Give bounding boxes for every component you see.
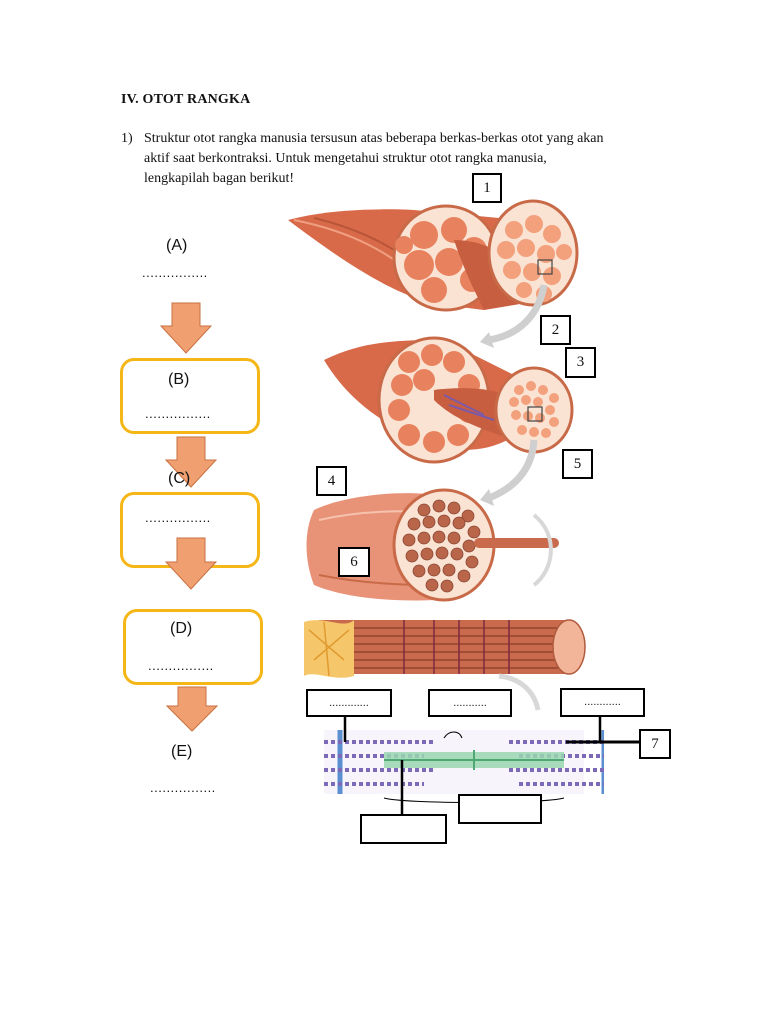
down-arrow-icon xyxy=(160,302,212,354)
fascicle-image xyxy=(324,336,574,464)
number-box-3: 3 xyxy=(565,347,596,378)
whole-muscle-image xyxy=(288,199,579,312)
answer-box-bottom-left[interactable] xyxy=(360,814,447,844)
label-e: (E) xyxy=(171,743,193,760)
blank-e[interactable]: ................ xyxy=(150,780,216,795)
question-number: 1) xyxy=(121,131,133,146)
section-title: IV. OTOT RANGKA xyxy=(121,92,251,107)
answer-box-left[interactable]: ............. xyxy=(306,689,392,717)
number-box-4: 4 xyxy=(316,466,347,496)
answer-box-bottom-right[interactable] xyxy=(458,794,542,824)
blank-b[interactable]: ................ xyxy=(145,406,211,421)
question-line-2: aktif saat berkontraksi. Untuk mengetahu… xyxy=(144,151,547,166)
number-box-1: 1 xyxy=(472,173,502,203)
answer-box-middle[interactable]: ........... xyxy=(428,689,512,717)
number-box-2: 2 xyxy=(540,315,571,345)
sarcomere-image xyxy=(324,730,604,803)
box-d xyxy=(123,609,263,685)
label-b: (B) xyxy=(168,371,190,388)
myofibril-image xyxy=(304,619,586,711)
number-box-5: 5 xyxy=(562,449,593,479)
number-box-7: 7 xyxy=(639,729,671,759)
question-line-1: Struktur otot rangka manusia tersusun at… xyxy=(144,131,604,146)
answer-box-right[interactable]: ............ xyxy=(560,688,645,717)
label-d: (D) xyxy=(170,620,193,637)
down-arrow-icon xyxy=(166,686,218,732)
down-arrow-icon xyxy=(165,436,217,488)
question-line-3: lengkapilah bagan berikut! xyxy=(144,171,295,186)
blank-a[interactable]: ................ xyxy=(142,265,208,280)
blank-c[interactable]: ................ xyxy=(145,510,211,525)
blank-d[interactable]: ................ xyxy=(148,658,214,673)
label-a: (A) xyxy=(166,237,188,254)
number-box-6: 6 xyxy=(338,547,370,577)
box-b xyxy=(120,358,260,434)
label-c: (C) xyxy=(168,470,191,487)
down-arrow-icon xyxy=(165,537,217,590)
